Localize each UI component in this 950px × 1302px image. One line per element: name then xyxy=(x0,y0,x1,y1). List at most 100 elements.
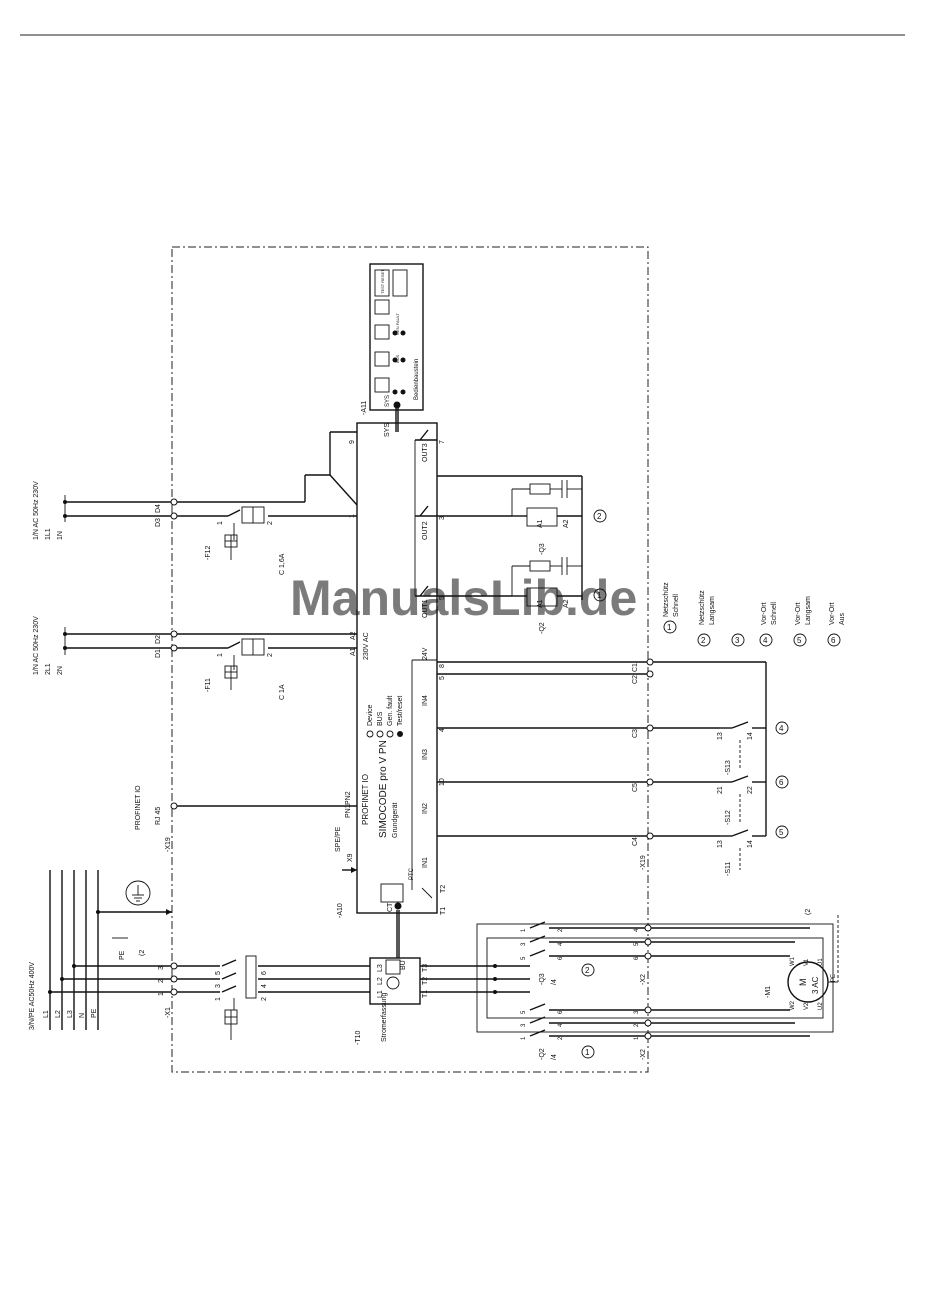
motor-pin-v2: V2 xyxy=(804,1002,810,1010)
supply-f11-l: 2L1 xyxy=(45,663,52,675)
q2-top-5: 5 xyxy=(521,1010,527,1014)
out-pin-3: 3 xyxy=(439,516,446,520)
switch-s12-a: 21 xyxy=(717,786,724,794)
q2-coil-a1: A1 xyxy=(537,599,544,608)
basic-unit-a10: -A10 SIMOCODE pro V PN Grundgerät PROFIN… xyxy=(335,422,447,918)
pin-t2: T2 xyxy=(440,885,447,893)
motor-type: 3 AC xyxy=(811,976,820,994)
terminal-d3: D3 xyxy=(155,518,162,527)
legend-6-line1: Vor-Ort xyxy=(829,602,836,625)
panel-key-test-reset: TEST RESET xyxy=(380,269,385,294)
breaker-out-6: 6 xyxy=(261,971,268,975)
fuse-f12-rating: C 1,6A xyxy=(279,553,286,575)
out-pin-9: 9 xyxy=(349,440,356,444)
x2-top-4: 4 xyxy=(634,928,640,932)
wire-out-common xyxy=(329,474,358,506)
breaker-in-3: 3 xyxy=(215,984,222,988)
legend-num-4: 4 xyxy=(763,636,768,645)
motor-pin-v1: V1 xyxy=(804,958,810,966)
tcm-in-l1: L1 xyxy=(377,990,384,998)
q2-bot-4: 4 xyxy=(558,1023,564,1027)
terminal-x2a: -X2 xyxy=(640,974,647,985)
output-out3: OUT3 xyxy=(422,443,429,462)
led-device: Device xyxy=(367,704,374,726)
main-supply: 3/N/PE AC50Hz 400V L1 L2 L3 N PE PE (2 3… xyxy=(29,870,178,1030)
led-bus: BUS xyxy=(377,711,384,726)
legend-6-line2: Aus xyxy=(839,612,846,625)
motor-m1: M 3 AC -M1 U1 V1 W1 U2 V2 W2 PE (2 xyxy=(765,909,839,1010)
supply-f12-n: 1N xyxy=(57,531,64,540)
x2-top-6: 6 xyxy=(634,956,640,960)
terminal-x2b: -X2 xyxy=(640,1049,647,1060)
q3-top-5: 5 xyxy=(521,956,527,960)
panel-name: Bedienbaustein xyxy=(414,359,420,400)
q2-sub: /4 xyxy=(551,1054,558,1060)
terminal-rj45: RJ 45 xyxy=(155,807,162,825)
terminal-x19-right: -X19 xyxy=(640,855,647,870)
circle-5: 5 xyxy=(779,828,784,837)
legend-5-line2: Langsam xyxy=(805,596,812,625)
switch-s13-a: 13 xyxy=(717,732,724,740)
x2-top-5: 5 xyxy=(634,942,640,946)
basic-unit-profinet: PROFINET IO xyxy=(361,774,370,825)
led-gen-fault: Gen. fault xyxy=(387,696,394,726)
legend-num-3: 3 xyxy=(735,636,740,645)
q3-coil-a2: A2 xyxy=(563,519,570,528)
in-pin-8: 8 xyxy=(439,664,446,668)
tcm-name: Stromerfassung xyxy=(381,992,388,1042)
fuse-f11-tag: -F11 xyxy=(205,678,212,692)
cabinet-frame xyxy=(171,246,649,1073)
pin-t1: T1 xyxy=(440,907,447,915)
legend-2-line2: Langsam xyxy=(709,596,716,625)
main-line-n: N xyxy=(79,1013,86,1018)
q3-top-1: 1 xyxy=(521,928,527,932)
in-pin-4: 4 xyxy=(439,728,446,732)
legend-1-line1: Netzschütz xyxy=(663,582,670,617)
q2-coil-a2: A2 xyxy=(563,599,570,608)
tcm-tag: -T10 xyxy=(355,1031,362,1046)
operator-panel-a11: TEST RESET GEN FAULT BUS Bedienbaustein … xyxy=(361,263,424,432)
q3-top-3: 3 xyxy=(521,942,527,946)
q2-bot-6: 6 xyxy=(558,1010,564,1014)
breaker-in-1: 1 xyxy=(215,997,222,1001)
tcm-out-t2: T2 xyxy=(422,977,429,985)
motor-pe: PE xyxy=(831,974,837,982)
q2-top-1: 1 xyxy=(521,1036,527,1040)
tcm-out-t1: T1 xyxy=(422,990,429,998)
output-out1: OUT1 xyxy=(422,599,429,618)
fuse-f11-rating: C 1A xyxy=(279,684,286,700)
supply-f11-n: 2N xyxy=(57,666,64,675)
watermark: ManualsLib.de xyxy=(290,570,637,626)
pin-a1: A1 xyxy=(350,647,357,656)
basic-unit-supply: 230V AC xyxy=(363,632,370,660)
switch-s13-tag: -S13 xyxy=(725,760,732,775)
legend: 1 Netzschütz Schnell 2 Netzschütz Langsa… xyxy=(663,582,846,647)
pin-ct: CT xyxy=(387,902,394,912)
pin-pn2: PN2 xyxy=(345,791,352,805)
fuse-f11: -F11 C 1A 1 2 xyxy=(205,638,286,700)
basic-unit-sub: Grundgerät xyxy=(392,803,399,838)
breaker-in-5: 5 xyxy=(215,971,222,975)
terminal-d1: D1 xyxy=(155,649,162,658)
input-wiring: C1 C2 C3 C5 C4 -X19 -S13 13 14 -S12 21 2… xyxy=(437,658,789,876)
terminal-c3: C3 xyxy=(632,729,639,738)
panel-sys: SYS xyxy=(385,395,391,407)
main-line-l1: L1 xyxy=(43,1010,50,1018)
fuse-f12: -F12 C 1,6A 1 2 xyxy=(205,506,286,575)
tcm-out-t3: T3 xyxy=(422,964,429,972)
output-out2: OUT2 xyxy=(422,521,429,540)
x2-bot-3: 3 xyxy=(634,1010,640,1014)
input-24v: 24V xyxy=(422,647,429,660)
q2-label: -Q2 xyxy=(539,1048,546,1060)
legend-4-line1: Vor-Ort xyxy=(761,602,768,625)
tcm-in-l2: L2 xyxy=(377,977,384,985)
motor-breaker: 5 3 1 6 4 2 xyxy=(177,955,370,1040)
x1-num-1: 1 xyxy=(158,992,165,996)
fuse-f11-t2: 2 xyxy=(267,653,274,657)
motor-tag: -M1 xyxy=(765,986,772,998)
switch-s11-tag: -S11 xyxy=(725,862,732,876)
supply-f12-l: 1L1 xyxy=(45,528,52,540)
terminal-c4: C4 xyxy=(632,837,639,846)
terminal-c5: C5 xyxy=(632,783,639,792)
